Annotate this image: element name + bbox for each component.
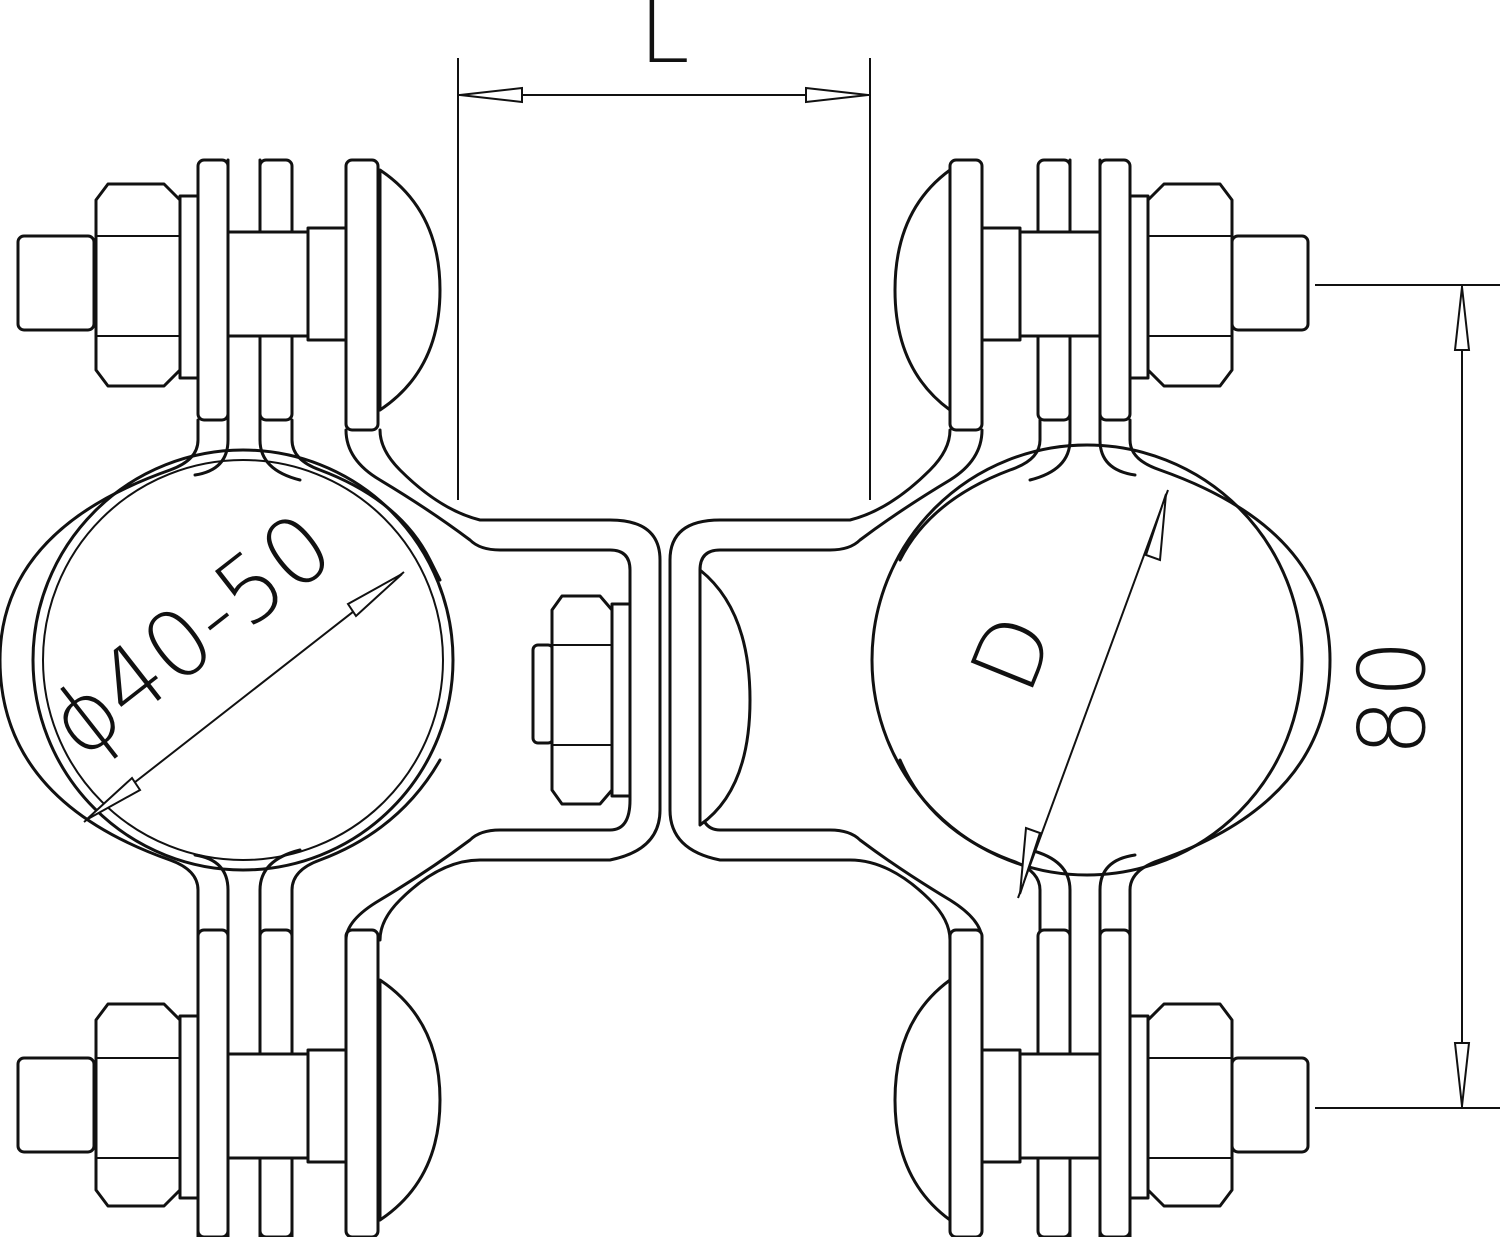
right-clamp-bore xyxy=(870,443,1304,877)
left-upper-bolt-thread xyxy=(16,234,96,332)
right-upper-nut xyxy=(1146,182,1234,388)
left-lower-spacer xyxy=(306,1048,348,1164)
left-clamp-bore xyxy=(31,448,455,872)
right-clamp-strip-3 xyxy=(1098,853,1137,1237)
dimension-diameter-range: ϕ40-50 xyxy=(28,492,405,823)
left-clamp-strip-2 xyxy=(258,158,302,482)
left-upper-nut xyxy=(94,182,182,388)
connector-left-body-inner xyxy=(344,428,632,942)
diameter-line xyxy=(1017,489,1169,899)
length-arrow-right xyxy=(805,86,869,104)
right-lower-lug-c xyxy=(1098,928,1132,1237)
left-clamp-strip-1 xyxy=(193,158,230,477)
center-nut xyxy=(550,594,614,806)
length-arrow-left xyxy=(459,86,523,104)
left-lower-nut xyxy=(94,1002,182,1208)
right-upper-dome xyxy=(893,168,952,412)
right-clamp-strip-1 xyxy=(1098,158,1137,477)
center-washer xyxy=(610,602,632,798)
length-label: L xyxy=(638,0,689,84)
diameter-label: D xyxy=(950,600,1076,706)
diameter-range-arrow-lower xyxy=(85,776,142,821)
dimension-diameter: D xyxy=(950,489,1169,899)
right-clamp-band-outer xyxy=(1128,418,1332,1237)
center-connector xyxy=(344,428,984,942)
left-clamp-band-outer xyxy=(0,418,200,1237)
diameter-range-label: ϕ40-50 xyxy=(28,492,352,778)
diameter-range-line xyxy=(83,571,405,823)
left-lower-dome xyxy=(378,978,442,1222)
right-lower-dome xyxy=(893,978,952,1222)
left-upper-dome xyxy=(378,168,442,412)
left-clamp-strip-3 xyxy=(193,853,230,1237)
right-clamp-band-lower-left xyxy=(898,758,1042,1237)
connector-right-body xyxy=(668,428,952,942)
left-clamp-bore-inner xyxy=(42,459,444,861)
right-upper-lug-a xyxy=(948,158,984,432)
right-upper-washer xyxy=(1128,194,1150,380)
connector-left-body xyxy=(378,428,662,942)
right-lower-lug-a xyxy=(948,928,984,1237)
right-lower-nut xyxy=(1146,1002,1234,1208)
right-lower-spacer xyxy=(980,1048,1022,1164)
dimension-length: L xyxy=(457,0,871,500)
left-upper-lug-a xyxy=(196,158,230,422)
height-arrow-top xyxy=(1453,286,1471,351)
right-upper-bolt-thread xyxy=(1230,234,1310,332)
left-lower-lug-a xyxy=(196,928,230,1237)
center-bolt-thread xyxy=(531,643,555,745)
right-upper-spacer xyxy=(980,226,1022,342)
right-upper-lug-c xyxy=(1098,158,1132,422)
left-clamp-strip-4 xyxy=(258,848,302,1237)
diameter-range-arrow-upper xyxy=(346,573,403,618)
left-lower-lug-c xyxy=(344,928,380,1237)
left-upper-spacer xyxy=(306,226,348,342)
diameter-arrow-lower xyxy=(1019,826,1042,895)
right-clamp xyxy=(870,158,1332,1237)
diameter-arrow-upper xyxy=(1144,493,1167,562)
height-arrow-bottom xyxy=(1453,1042,1471,1107)
right-lower-washer xyxy=(1128,1014,1150,1200)
right-clamp-strip-2 xyxy=(1028,158,1072,482)
center-dome xyxy=(698,568,752,827)
right-lower-bolt-thread xyxy=(1230,1056,1310,1154)
height-label: 80 xyxy=(1339,639,1446,756)
left-clamp-band-outer-right xyxy=(290,418,442,582)
left-lower-bolt-thread xyxy=(16,1056,96,1154)
right-clamp-band-outer-left xyxy=(898,418,1042,562)
left-clamp xyxy=(0,158,455,1237)
left-upper-lug-c xyxy=(344,158,380,432)
left-clamp-band-lower-right xyxy=(290,758,442,1237)
left-lower-washer xyxy=(178,1014,200,1200)
right-clamp-strip-4 xyxy=(1028,848,1072,1237)
dimension-height: 80 xyxy=(1315,284,1500,1109)
left-upper-washer xyxy=(178,194,200,380)
